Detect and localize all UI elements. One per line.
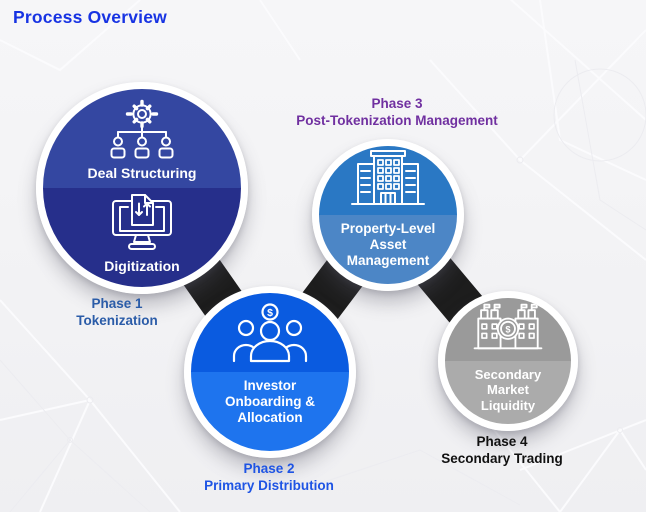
phase2-node-label: Investor Onboarding & Allocation [191, 372, 349, 452]
deal-structuring-label: Deal Structuring [87, 165, 197, 182]
phase1-node-top-section: Deal Structuring [43, 89, 241, 188]
phase2-node-top-section: $ [191, 293, 349, 372]
secondary-market-label-line2: Market [487, 382, 529, 398]
phase2-heading-line1: Phase 2 [243, 461, 295, 476]
property-asset-label-line3: Management [346, 253, 430, 269]
investor-onboarding-label-line2: Onboarding & [225, 393, 315, 409]
org-chart-gear-icon [110, 100, 174, 159]
phase1-heading-line2: Tokenization [76, 312, 158, 328]
phase3-node-top-section [319, 146, 457, 215]
property-asset-label-line1: Property-Level [340, 220, 436, 236]
phase4-node-label: Secondary Market Liquidity [445, 361, 571, 425]
phase2-node: $ Investor Onboarding & Allocation [184, 286, 356, 458]
phase4-node: $ Secondary Market Liquidity [438, 291, 578, 431]
phase2-heading-line2: Primary Distribution [204, 477, 334, 493]
investor-onboarding-label-line1: Investor [243, 377, 297, 393]
digitization-monitor-icon [112, 193, 172, 250]
office-building-icon [351, 149, 425, 205]
digitization-label: Digitization [104, 257, 180, 274]
secondary-market-exchange-icon: $ [473, 303, 543, 349]
phase2-heading: Phase 2 Primary Distribution [186, 461, 352, 495]
phase3-heading-line1: Phase 3 [371, 96, 423, 111]
phase1-heading: Phase 1 Tokenization [37, 296, 197, 330]
page-title: Process Overview [13, 7, 167, 27]
phase1-node: Deal Structuring Digitization [36, 82, 248, 294]
secondary-market-label-line3: Liquidity [480, 398, 536, 414]
phase3-heading: Phase 3 Post-Tokenization Management [282, 96, 512, 130]
phase3-heading-line2: Post-Tokenization Management [296, 112, 498, 128]
phase1-node-bottom-section: Digitization [43, 188, 241, 288]
phase3-node: Property-Level Asset Management [312, 139, 464, 291]
svg-text:$: $ [267, 307, 273, 319]
phase1-heading-line1: Phase 1 [91, 296, 143, 311]
phase4-node-top-section: $ [445, 298, 571, 361]
phase4-heading: Phase 4 Secondary Trading [412, 434, 592, 468]
investor-group-icon: $ [232, 302, 308, 362]
secondary-market-label-line1: Secondary [474, 366, 542, 382]
phase4-heading-line2: Secondary Trading [441, 450, 563, 466]
investor-onboarding-label-line3: Allocation [237, 410, 303, 426]
property-asset-label-line2: Asset [369, 236, 407, 252]
svg-text:$: $ [505, 324, 511, 334]
phase3-node-label: Property-Level Asset Management [319, 215, 457, 285]
phase4-heading-line1: Phase 4 [476, 434, 528, 449]
